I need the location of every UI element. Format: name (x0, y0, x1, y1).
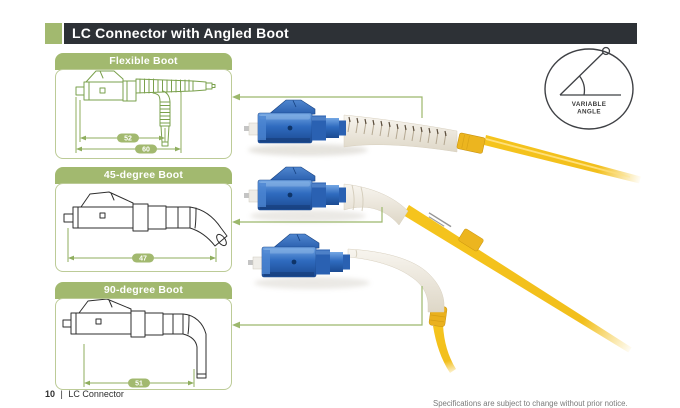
panel-flexible-boot-title: Flexible Boot (55, 53, 232, 70)
panel-90-degree-boot-diagram: 51 (55, 298, 232, 390)
lc-connector-blue (243, 166, 347, 211)
cable-collar (456, 132, 486, 154)
arrow-left-icon (232, 321, 240, 329)
panel-45-degree-boot-diagram: 47 (55, 183, 232, 272)
yellow-cable (484, 135, 641, 184)
page-title: LC Connector with Angled Boot (72, 25, 289, 41)
page-number: 10 (45, 389, 56, 399)
angle-icon (559, 46, 621, 96)
photo-90-degree-connector (247, 233, 456, 373)
yellow-cable (433, 325, 456, 373)
leader-line-90 (234, 286, 423, 326)
dim-label-60: 60 (142, 147, 150, 154)
arrow-left-icon (232, 218, 240, 226)
panel-90-degree-boot-title: 90-degree Boot (55, 282, 232, 299)
lc-connector-blue (247, 233, 351, 278)
photo-45-degree-connector (243, 166, 632, 353)
panel-flexible-boot-diagram: 52 60 (55, 69, 232, 159)
leader-line-45 (234, 207, 383, 223)
yellow-cable (403, 205, 632, 353)
cable-collar (458, 228, 484, 252)
panel-45-degree-boot-title: 45-degree Boot (55, 167, 232, 184)
header-bar: LC Connector with Angled Boot (64, 23, 637, 44)
footer-note: Specifications are subject to change wit… (433, 399, 628, 408)
panel-flexible-boot: Flexible Boot (55, 53, 232, 159)
variable-angle-badge: VARIABLE ANGLE (544, 46, 634, 130)
panel-90-degree-boot: 90-degree Boot (55, 282, 232, 390)
arrow-left-icon (232, 93, 240, 101)
photo-shadows (248, 144, 370, 289)
footer-section: LC Connector (68, 389, 124, 399)
panel-45-degree-boot: 45-degree Boot (55, 167, 232, 272)
page-footer: 10 | LC Connector (45, 389, 124, 399)
dim-label-52: 52 (124, 136, 132, 143)
photo-flexible-boot-connector (243, 99, 641, 184)
header-accent-square (45, 23, 62, 44)
lc-connector-blue (243, 99, 347, 144)
leader-line-flexible (234, 96, 423, 118)
dim-label-51: 51 (135, 381, 143, 388)
badge-label-line2: ANGLE (577, 109, 601, 116)
footer-divider: | (60, 389, 63, 399)
dim-label-47: 47 (139, 256, 147, 263)
badge-label-line1: VARIABLE (572, 101, 607, 108)
cable-collar (428, 305, 448, 327)
